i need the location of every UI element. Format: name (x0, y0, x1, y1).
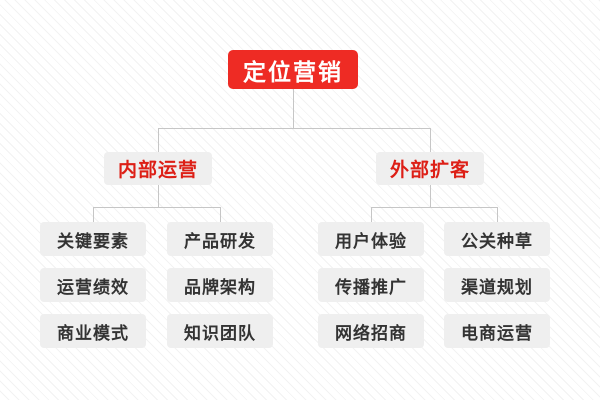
node-leaf[interactable]: 运营绩效 (40, 268, 146, 302)
node-leaf[interactable]: 用户体验 (318, 222, 424, 256)
node-leaf[interactable]: 电商运营 (444, 314, 550, 348)
connector-branch-1-bar (371, 207, 497, 208)
node-leaf[interactable]: 品牌架构 (167, 268, 273, 302)
connector-branch-0-stem (158, 185, 159, 207)
connector-root-stem (293, 89, 294, 128)
node-leaf[interactable]: 传播推广 (318, 268, 424, 302)
node-leaf[interactable]: 网络招商 (318, 314, 424, 348)
connector-branch-1-to-col-0 (371, 207, 372, 222)
connector-branch-0-to-col-0 (93, 207, 94, 222)
connector-root-to-branch-1 (430, 128, 431, 152)
node-branch-external-acquisition[interactable]: 外部扩客 (376, 152, 484, 185)
connector-branch-1-to-col-1 (497, 207, 498, 222)
node-leaf[interactable]: 知识团队 (167, 314, 273, 348)
connector-branch-1-stem (430, 185, 431, 207)
node-leaf[interactable]: 商业模式 (40, 314, 146, 348)
connector-branch-0-bar (93, 207, 221, 208)
node-branch-internal-operations[interactable]: 内部运营 (104, 152, 212, 185)
node-leaf[interactable]: 公关种草 (444, 222, 550, 256)
connector-branch-0-to-col-1 (220, 207, 221, 222)
node-leaf[interactable]: 产品研发 (167, 222, 273, 256)
node-leaf[interactable]: 关键要素 (40, 222, 146, 256)
connector-root-to-branch-0 (158, 128, 159, 152)
connector-root-bar (158, 128, 431, 129)
node-root[interactable]: 定位营销 (228, 50, 358, 89)
node-leaf[interactable]: 渠道规划 (444, 268, 550, 302)
